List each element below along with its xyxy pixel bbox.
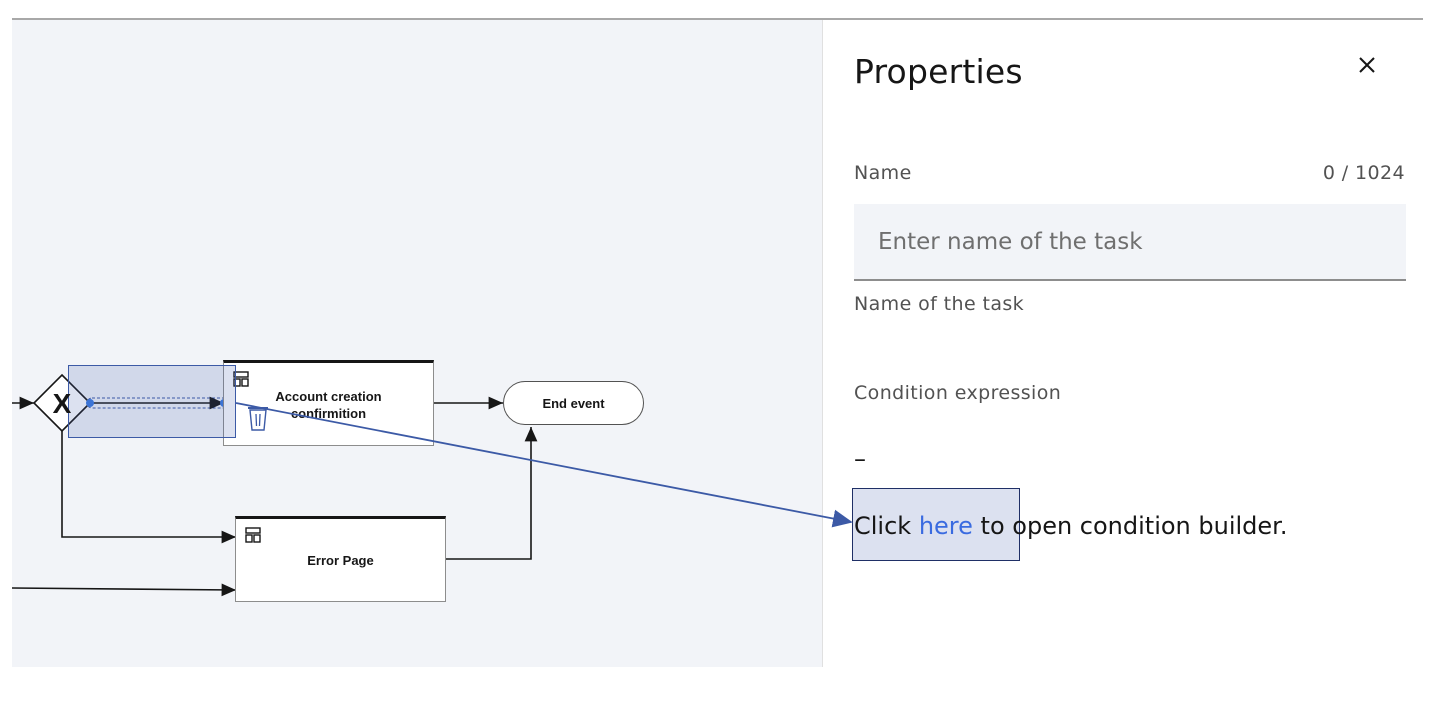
name-input[interactable]: [854, 204, 1406, 281]
task-type-icon: [245, 527, 261, 543]
name-char-counter: 0 / 1024: [1322, 162, 1405, 184]
selected-flow-highlight: [68, 365, 236, 438]
task-error-label: Error Page: [307, 553, 374, 568]
diagram-canvas[interactable]: Account creation confirmition X End even…: [12, 20, 822, 667]
close-icon[interactable]: [1352, 52, 1382, 82]
flow-error-end: [446, 427, 538, 560]
diagram-connections: [12, 373, 538, 597]
condition-value: –: [854, 445, 866, 473]
end-event-label: End event: [542, 395, 605, 411]
flow-gateway-error: [61, 431, 236, 544]
flow-bottom-error: [12, 583, 237, 597]
task-account-creation[interactable]: Account creation confirmition: [223, 360, 434, 446]
name-label: Name: [854, 162, 912, 184]
trash-icon[interactable]: [246, 404, 270, 432]
end-event[interactable]: End event: [503, 381, 644, 425]
panel-title: Properties: [854, 52, 1023, 91]
condition-builder-hint: Click here to open condition builder.: [854, 512, 1287, 540]
top-divider: [12, 18, 1423, 20]
condition-hint-suffix: to open condition builder.: [972, 512, 1288, 540]
open-condition-builder-link[interactable]: here: [918, 512, 973, 540]
panel-divider: [822, 20, 823, 667]
task-type-icon: [233, 371, 249, 387]
flow-handle-start: [86, 399, 94, 407]
condition-hint-prefix: Click: [854, 512, 919, 540]
name-helper-text: Name of the task: [854, 293, 1025, 315]
condition-label: Condition expression: [854, 382, 1062, 404]
condition-link-highlight: [852, 488, 1020, 561]
task-error-page[interactable]: Error Page: [235, 516, 446, 602]
